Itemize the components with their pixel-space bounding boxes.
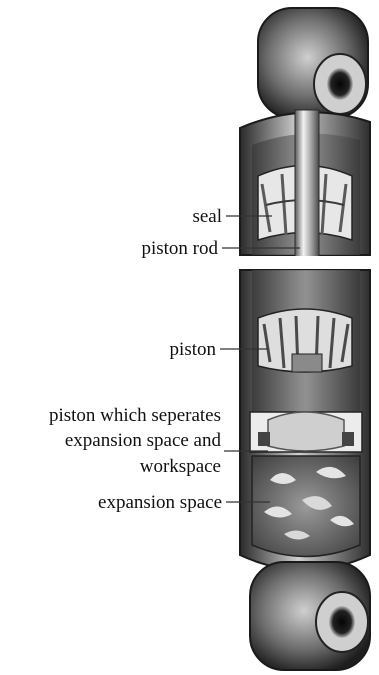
- top-mount-bushing: [258, 8, 368, 118]
- piston-assembly: [258, 309, 352, 372]
- expansion-space-chamber: [252, 456, 360, 557]
- label-separator-line2: expansion space and: [65, 430, 222, 451]
- label-piston-rod: piston rod: [141, 238, 218, 259]
- label-expansion-space: expansion space: [98, 492, 222, 513]
- cutaway-break-gap: [232, 256, 377, 270]
- bottom-mount-bushing: [250, 562, 370, 670]
- label-seal: seal: [192, 206, 222, 227]
- label-piston: piston: [170, 339, 217, 360]
- separating-piston: [250, 412, 362, 452]
- label-separator-line1: piston which seperates: [49, 405, 221, 426]
- label-separator-line3: workspace: [140, 456, 221, 477]
